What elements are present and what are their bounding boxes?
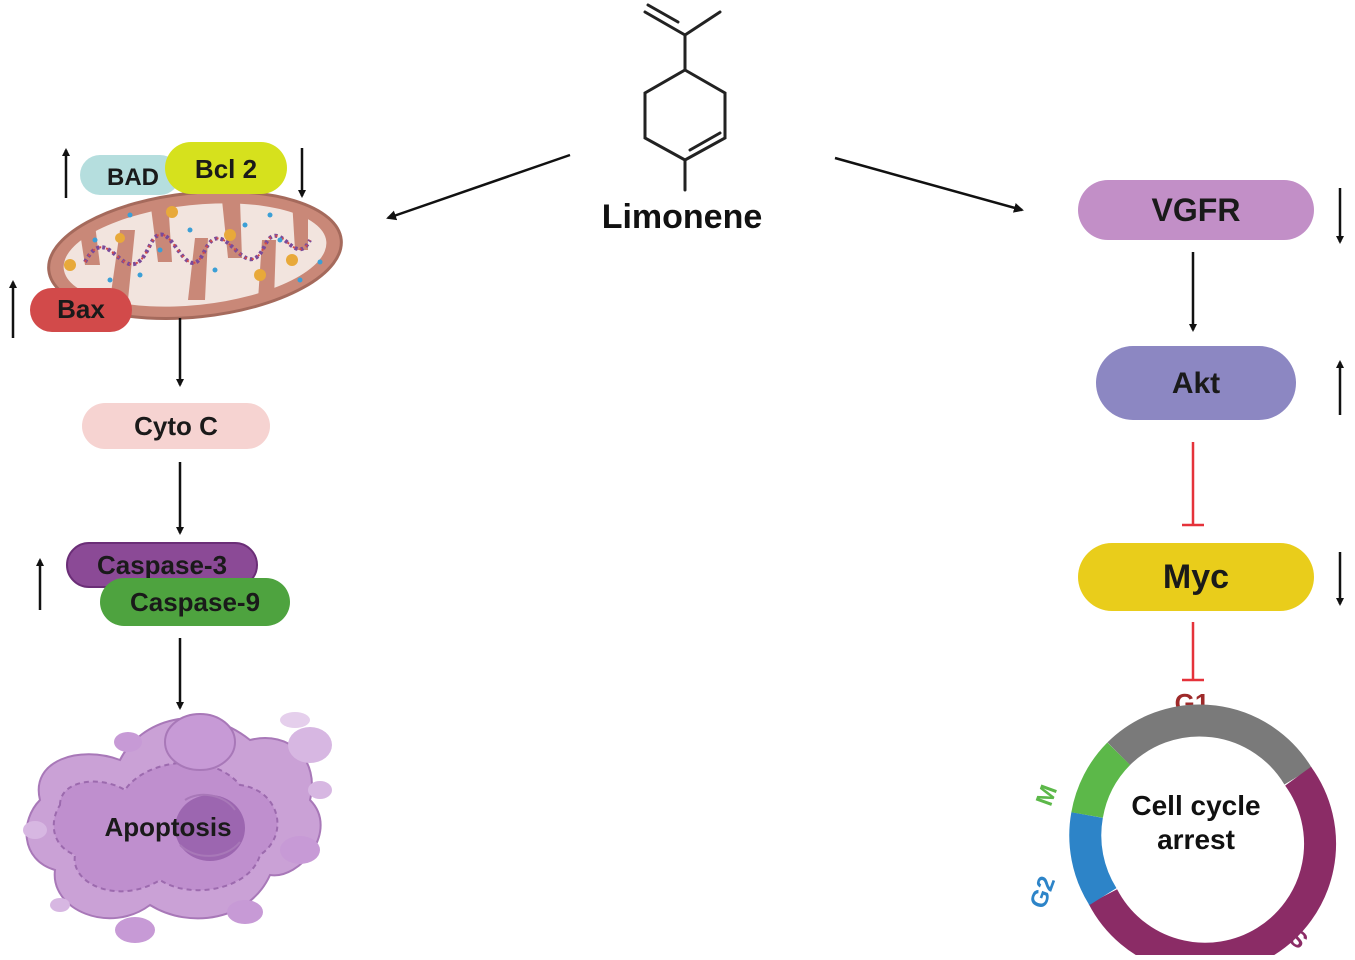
limonene-structure xyxy=(643,3,727,192)
vgfr-label: VGFR xyxy=(1152,192,1241,228)
bad-label: BAD xyxy=(107,164,159,191)
bax-label: Bax xyxy=(57,294,105,324)
phase-m-arc xyxy=(1071,742,1131,819)
caspase9-label: Caspase-9 xyxy=(130,587,260,617)
inhibit-akt-myc xyxy=(1182,442,1204,527)
bad-pill xyxy=(80,155,180,195)
bcl2-label: Bcl 2 xyxy=(195,154,257,184)
caspase3-label: Caspase-3 xyxy=(97,550,227,580)
apoptotic-cell-icon xyxy=(23,712,332,943)
myc-pill xyxy=(1078,543,1314,611)
caspase9-pill xyxy=(100,578,290,626)
phase-s-arc xyxy=(1088,766,1337,960)
inhibit-myc-g1 xyxy=(1182,622,1204,682)
cell-cycle-label-line1: Cell cycle xyxy=(1131,790,1260,821)
arrow-limonene-to-mitochondria xyxy=(386,153,571,221)
bax-pill xyxy=(30,288,132,332)
akt-pill xyxy=(1096,346,1296,420)
phase-g2-label: G2 xyxy=(1025,873,1061,912)
myc-label: Myc xyxy=(1163,558,1229,596)
vgfr-pill xyxy=(1078,180,1314,240)
phase-g1-arc xyxy=(1107,704,1312,785)
phase-g2-arc xyxy=(1069,812,1117,906)
bcl2-pill xyxy=(165,142,287,194)
phase-m-label: M xyxy=(1031,781,1063,809)
cytoc-pill xyxy=(82,403,270,449)
limonene-label: Limonene xyxy=(602,198,763,236)
akt-label: Akt xyxy=(1172,367,1220,400)
cell-cycle-label-line2: arrest xyxy=(1157,824,1235,855)
arrow-limonene-to-vgfr xyxy=(834,156,1024,213)
cell-cycle-ring xyxy=(1069,704,1337,960)
mitochondrion-icon xyxy=(47,189,343,321)
apoptosis-label: Apoptosis xyxy=(104,812,231,842)
cytoc-label: Cyto C xyxy=(134,411,218,441)
